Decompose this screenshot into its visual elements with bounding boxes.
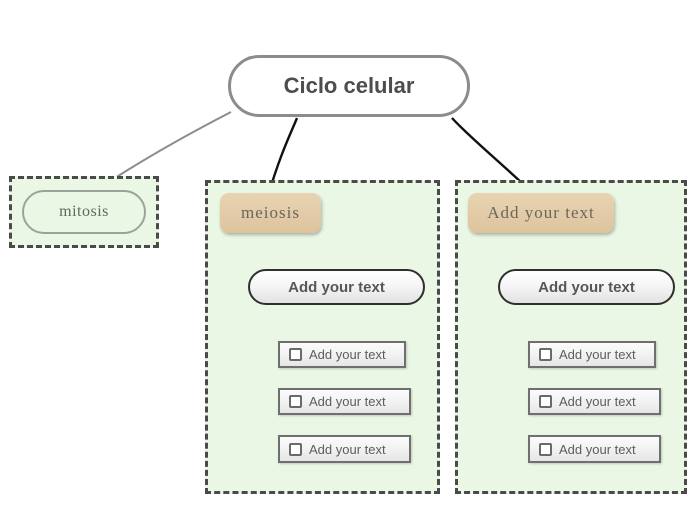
leaf-label: Add your text bbox=[309, 394, 386, 409]
leaf-meiosis-2[interactable]: Add your text bbox=[278, 388, 411, 415]
checkbox-icon[interactable] bbox=[289, 395, 302, 408]
node-root[interactable]: Ciclo celular bbox=[228, 55, 470, 117]
node-third-sub[interactable]: Add your text bbox=[498, 269, 675, 305]
checkbox-icon[interactable] bbox=[539, 348, 552, 361]
leaf-third-2[interactable]: Add your text bbox=[528, 388, 661, 415]
node-third-label: Add your text bbox=[487, 203, 595, 222]
leaf-label: Add your text bbox=[559, 347, 636, 362]
node-meiosis-sub-label: Add your text bbox=[288, 278, 385, 296]
leaf-third-3[interactable]: Add your text bbox=[528, 435, 661, 463]
node-third[interactable]: Add your text bbox=[468, 193, 614, 233]
leaf-label: Add your text bbox=[309, 347, 386, 362]
checkbox-icon[interactable] bbox=[289, 348, 302, 361]
leaf-label: Add your text bbox=[309, 441, 386, 457]
node-meiosis[interactable]: meiosis bbox=[220, 193, 321, 233]
checkbox-icon[interactable] bbox=[539, 395, 552, 408]
node-meiosis-label: meiosis bbox=[241, 203, 300, 222]
node-mitosis-label: mitosis bbox=[59, 203, 109, 220]
node-mitosis[interactable]: mitosis bbox=[22, 190, 146, 234]
node-meiosis-sub[interactable]: Add your text bbox=[248, 269, 425, 305]
leaf-third-1[interactable]: Add your text bbox=[528, 341, 656, 368]
node-third-sub-label: Add your text bbox=[538, 278, 635, 296]
checkbox-icon[interactable] bbox=[289, 442, 302, 456]
leaf-label: Add your text bbox=[559, 441, 636, 457]
leaf-label: Add your text bbox=[559, 394, 636, 409]
page-title: Ciclo celular bbox=[283, 73, 415, 98]
leaf-meiosis-3[interactable]: Add your text bbox=[278, 435, 411, 463]
checkbox-icon[interactable] bbox=[539, 442, 552, 456]
leaf-meiosis-1[interactable]: Add your text bbox=[278, 341, 406, 368]
